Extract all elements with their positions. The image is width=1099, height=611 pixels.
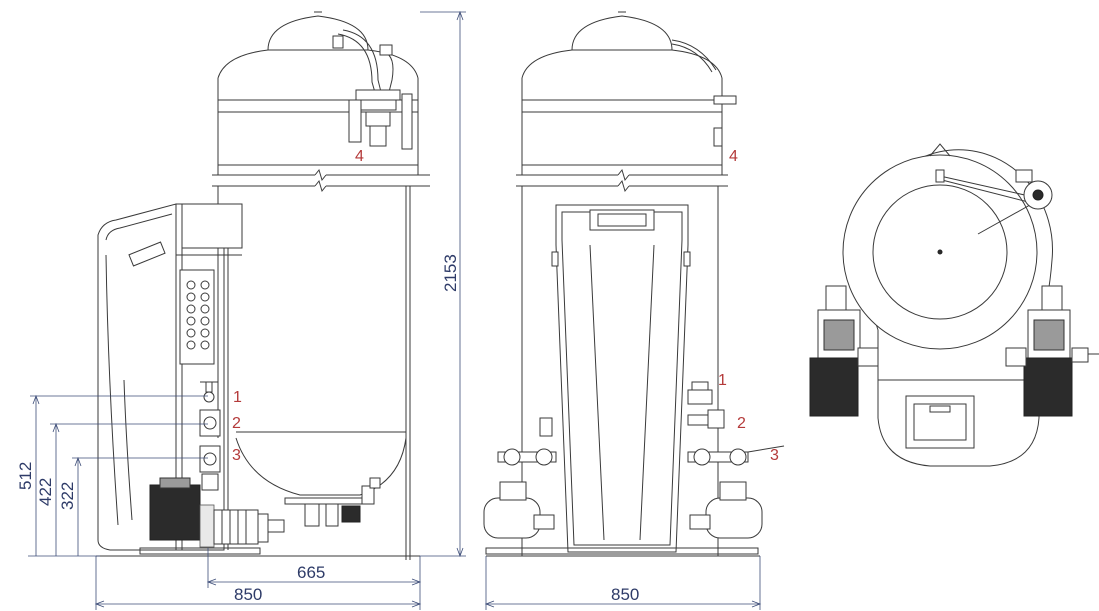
front-view: 1 2 3 4 850 <box>483 11 785 610</box>
dimension-height-422: 422 <box>36 478 55 506</box>
dimension-width-side: 850 <box>234 585 262 604</box>
front-callout-4: 4 <box>729 148 738 165</box>
side-tank-lower <box>217 186 411 560</box>
keypad-grid <box>186 280 210 350</box>
dimension-total-height: 2153 <box>441 254 460 292</box>
side-callout-1: 1 <box>233 389 242 406</box>
front-break-line <box>516 168 728 193</box>
side-view: 1 2 3 4 <box>96 11 430 560</box>
front-callout-1: 1 <box>718 372 727 389</box>
dimensions-side: 2153 512 422 322 665 850 <box>16 10 466 610</box>
dimension-width-front: 850 <box>611 585 639 604</box>
side-pump <box>139 477 285 555</box>
side-callout-4: 4 <box>355 148 364 165</box>
front-pumps <box>483 481 763 555</box>
front-tank-dome <box>521 11 737 175</box>
top-view <box>809 143 1099 467</box>
dimension-depth: 665 <box>297 563 325 582</box>
side-fittings <box>332 29 413 150</box>
side-tank-dome <box>217 11 419 175</box>
front-callout-3: 3 <box>770 447 779 464</box>
side-callout-3: 3 <box>232 447 241 464</box>
front-casing <box>551 204 691 553</box>
dimension-height-322: 322 <box>58 482 77 510</box>
side-valves <box>199 381 221 491</box>
front-callout-2: 2 <box>737 415 746 432</box>
side-bottom-pipes <box>284 477 381 527</box>
side-break-line <box>212 168 430 193</box>
top-left-pump <box>809 285 879 417</box>
side-casing <box>97 203 243 551</box>
dimensions-front: 850 <box>484 556 762 610</box>
top-right-pump <box>1005 285 1099 417</box>
front-valves <box>497 381 785 466</box>
side-callout-2: 2 <box>232 415 241 432</box>
dimension-height-512: 512 <box>16 462 35 490</box>
